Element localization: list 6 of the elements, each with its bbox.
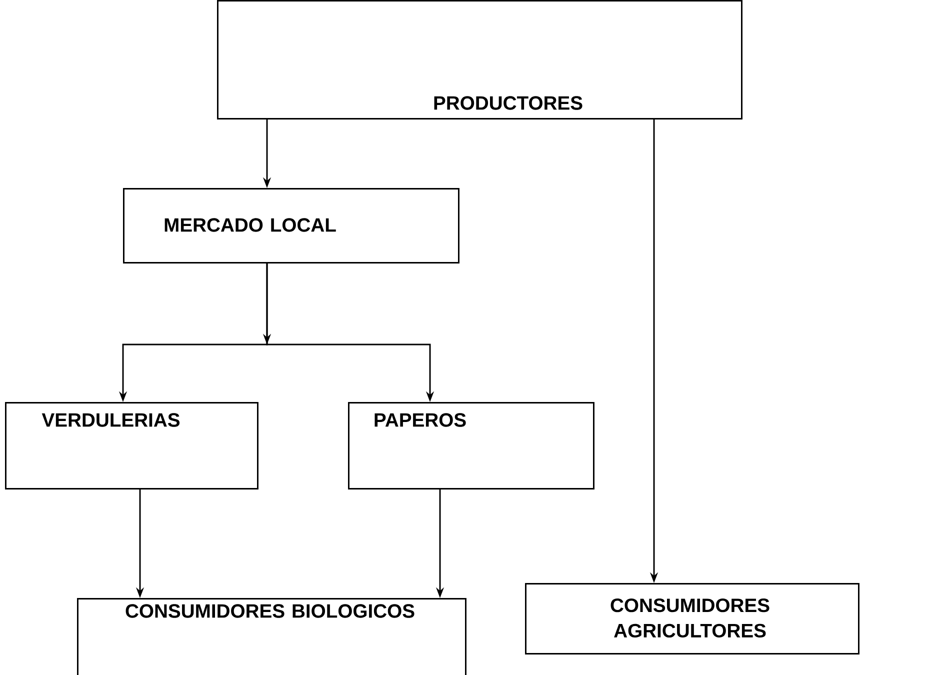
process-box: VERDULERIAS (5, 402, 258, 490)
process-box: CONSUMIDORES BIOLOGICOS (77, 598, 466, 675)
process-box: PRODUCTORES (217, 0, 742, 120)
process-box: MERCADO LOCAL (123, 188, 460, 264)
process-box: CONSUMIDORES AGRICULTORES (525, 583, 860, 654)
process-box: PAPEROS (348, 402, 594, 490)
